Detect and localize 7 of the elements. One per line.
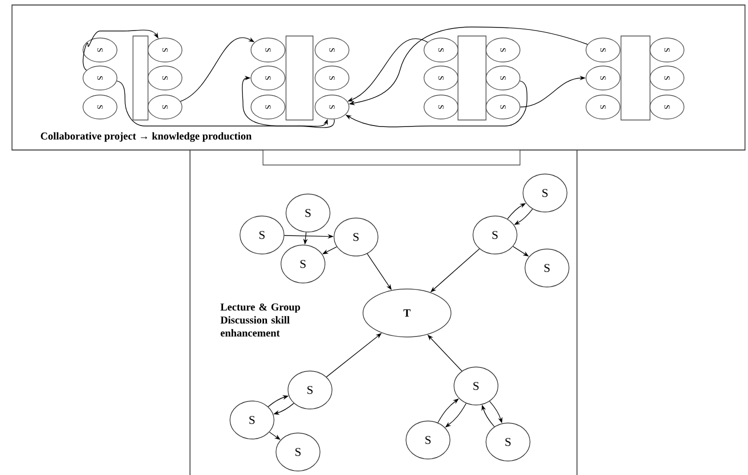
- arrow: [82, 30, 158, 71]
- arrow: [116, 80, 328, 127]
- tab-rectangle: [262, 150, 520, 166]
- arrow: [445, 403, 466, 428]
- group-rectangle: [132, 36, 148, 120]
- arrow: [438, 398, 459, 423]
- arrow: [242, 76, 335, 128]
